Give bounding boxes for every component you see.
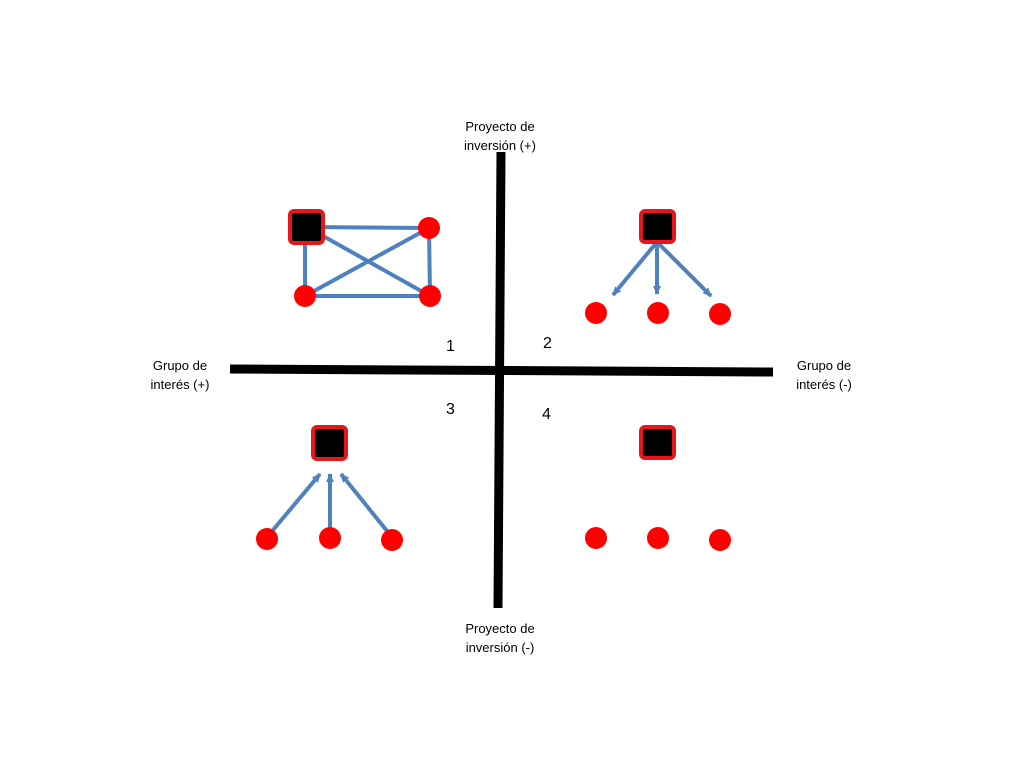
left-axis-label: Grupo de interés (+) [120, 356, 240, 394]
project-node [639, 209, 676, 244]
stakeholder-node [294, 285, 316, 307]
quadrant-4-network [585, 425, 731, 551]
influence-arrow [271, 472, 322, 532]
project-node [311, 425, 348, 461]
quadrant-1-network [288, 209, 441, 307]
bottom-axis-label-line-2: inversión (-) [465, 640, 535, 655]
quadrant-2-number: 2 [543, 335, 552, 352]
bottom-axis-label: Proyecto de inversión (-) [440, 619, 560, 657]
quadrant-3-network [256, 425, 403, 551]
network-link [427, 226, 432, 298]
stakeholder-node [585, 302, 607, 324]
network-link [303, 226, 431, 298]
top-axis-label-line-1: Proyecto de [465, 119, 535, 134]
stakeholder-node [319, 527, 341, 549]
stakeholder-node [709, 303, 731, 325]
influence-arrow [655, 240, 713, 298]
stakeholder-node [585, 527, 607, 549]
quadrant-2-network [585, 209, 731, 325]
network-link [305, 225, 431, 230]
top-axis-label: Proyecto de inversión (+) [440, 117, 560, 155]
top-axis-label-line-2: inversión (+) [464, 138, 536, 153]
right-axis-label: Grupo de interés (-) [764, 356, 884, 394]
project-node [288, 209, 325, 245]
left-axis-label-line-2: interés (+) [150, 377, 210, 392]
vertical-axis [493, 151, 506, 609]
project-node [639, 425, 676, 460]
influence-arrow [339, 472, 389, 533]
quadrant-3-number: 3 [446, 401, 455, 418]
right-axis-label-line-1: Grupo de [796, 358, 852, 373]
stakeholder-node [419, 285, 441, 307]
stakeholder-node [647, 527, 669, 549]
right-axis-label-line-2: interés (-) [796, 377, 852, 392]
stakeholder-node [709, 529, 731, 551]
stakeholder-node [418, 217, 440, 239]
stakeholder-node [647, 302, 669, 324]
left-axis-label-line-1: Grupo de [152, 358, 208, 373]
stakeholder-node [256, 528, 278, 550]
quadrant-4-number: 4 [542, 406, 551, 423]
bottom-axis-label-line-1: Proyecto de [465, 621, 535, 636]
influence-arrow [611, 240, 659, 297]
stakeholder-node [381, 529, 403, 551]
quadrant-1-number: 1 [446, 338, 455, 355]
